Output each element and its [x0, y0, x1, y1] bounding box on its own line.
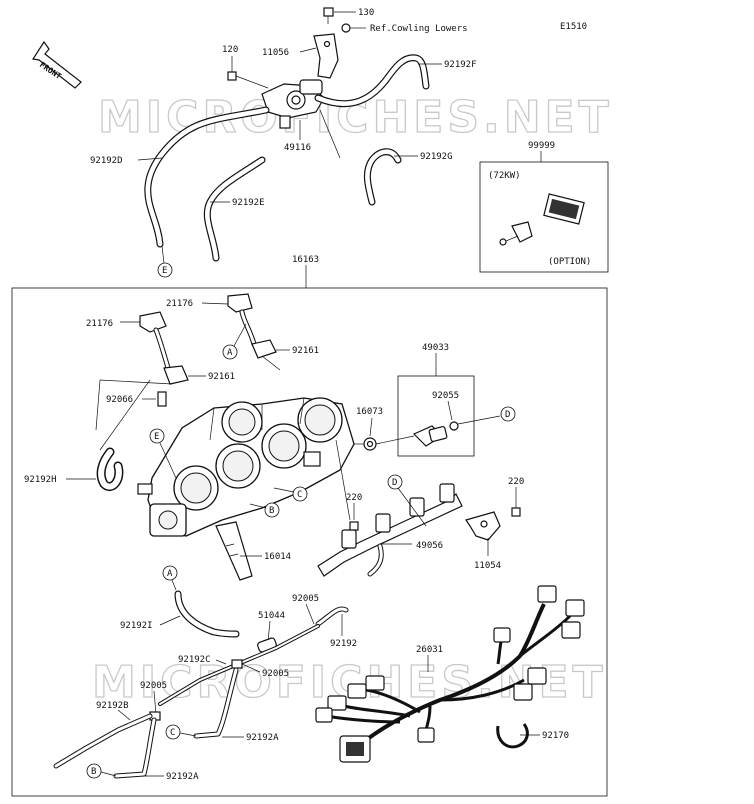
hose-92192I: [174, 590, 240, 638]
joint-92005-middle: [231, 659, 243, 669]
connector-c-body-label: C: [297, 490, 302, 500]
injector-49033: [412, 425, 448, 447]
connector-d-rail-label: D: [505, 410, 510, 420]
connector-d-bracket: [387, 474, 403, 490]
label-92192A-upper: 92192A: [246, 733, 279, 743]
bracket-11056: [313, 33, 339, 79]
connector-b-lower-label: B: [91, 767, 96, 777]
throttle-body-assembly: [137, 397, 355, 537]
connector-e-body-label: E: [154, 432, 159, 442]
label-92170: 92170: [542, 731, 569, 741]
label-21176-right: 21176: [166, 299, 193, 309]
label-11054: 11054: [474, 561, 501, 571]
connector-e-top: [157, 262, 173, 278]
connector-a-lower-label: A: [167, 569, 173, 579]
option-variant: (72KW): [488, 171, 521, 181]
label-92005-left: 92005: [140, 681, 167, 691]
label-120: 120: [222, 45, 238, 55]
connector-c-lower-label: C: [170, 728, 175, 738]
connector-e-body: [149, 428, 165, 444]
bolt-ref-cowling: [341, 23, 366, 33]
connector-b-body-label: B: [269, 506, 274, 516]
label-21176-left: 21176: [86, 319, 113, 329]
option-sensor-part: [499, 221, 533, 246]
label-49033: 49033: [422, 343, 449, 353]
label-99999: 99999: [528, 141, 555, 151]
label-92192: 92192: [330, 639, 357, 649]
connector-e-top-label: E: [162, 266, 167, 276]
connector-a-upper: [222, 344, 238, 360]
front-arrow-icon: FRONT: [31, 40, 82, 89]
connector-b-body: [264, 502, 280, 518]
hose-92192A-upper: [193, 667, 239, 739]
connector-c-body: [292, 486, 308, 502]
hose-92192H: [96, 447, 124, 491]
hose-92192A-lower: [113, 717, 157, 779]
connector-a-upper-label: A: [227, 348, 233, 358]
label-49116: 49116: [284, 143, 311, 153]
label-130: 130: [358, 8, 374, 18]
label-92192A-lower: 92192A: [166, 772, 199, 782]
label-49056: 49056: [416, 541, 443, 551]
hose-92192D: [144, 106, 270, 248]
option-pad-part: [543, 193, 585, 225]
label-92055: 92055: [432, 391, 459, 401]
clamp-92170: [496, 723, 529, 749]
cap-21176-left: [139, 311, 171, 371]
label-51044: 51044: [258, 611, 285, 621]
o-ring-92055: [449, 421, 459, 431]
label-92192G: 92192G: [420, 152, 453, 162]
label-92192D: 92192D: [90, 156, 123, 166]
hose-92192G: [363, 148, 402, 206]
sensor-16014: [215, 521, 253, 581]
label-92066: 92066: [106, 395, 133, 405]
label-92161-lower: 92161: [208, 372, 235, 382]
wiring-harness-26031: [315, 585, 585, 763]
label-92192B: 92192B: [96, 701, 129, 711]
option-box: [479, 161, 609, 273]
hose-92192E: [203, 156, 266, 262]
label-92192C: 92192C: [178, 655, 211, 665]
hose-92192F: [314, 54, 430, 108]
label-92161-upper: 92161: [292, 346, 319, 356]
cap-16073: [363, 437, 377, 451]
option-label: (OPTION): [548, 257, 591, 267]
assembly-16163-frame: [11, 287, 608, 797]
connector-c-lower: [165, 724, 181, 740]
label-92005-middle: 92005: [262, 669, 289, 679]
cap-21176-right: [227, 293, 257, 347]
hose-92192B: [53, 713, 153, 769]
label-92192F: 92192F: [444, 60, 477, 70]
injector-group-box: [397, 375, 475, 457]
connector-b-lower: [86, 763, 102, 779]
fitting-92161-lower: [163, 365, 189, 385]
label-11056: 11056: [262, 48, 289, 58]
label-220-left: 220: [346, 493, 362, 503]
connector-d-bracket-label: D: [392, 478, 397, 488]
connector-d-rail: [500, 406, 516, 422]
bolt-220-right: [511, 507, 521, 517]
label-220-right: 220: [508, 477, 524, 487]
label-26031: 26031: [416, 645, 443, 655]
bolt-120: [227, 56, 237, 81]
page-code: E1510: [560, 22, 587, 32]
connector-a-lower: [162, 565, 178, 581]
label-92192E: 92192E: [232, 198, 265, 208]
label-16163: 16163: [292, 255, 319, 265]
fitting-92161-upper: [251, 339, 277, 359]
hose-92192: [315, 606, 349, 627]
valve-49116: [261, 79, 325, 129]
fuel-rail-49056: [317, 483, 463, 577]
label-92192I: 92192I: [120, 621, 153, 631]
bracket-11054: [465, 511, 501, 541]
cap-92066: [157, 391, 167, 407]
bolt-130: [323, 7, 334, 24]
label-92005-top: 92005: [292, 594, 319, 604]
label-16014: 16014: [264, 552, 291, 562]
bolt-220-left: [349, 521, 359, 531]
label-16073: 16073: [356, 407, 383, 417]
ref-note: Ref.Cowling Lowers: [370, 24, 468, 34]
label-92192H: 92192H: [24, 475, 57, 485]
